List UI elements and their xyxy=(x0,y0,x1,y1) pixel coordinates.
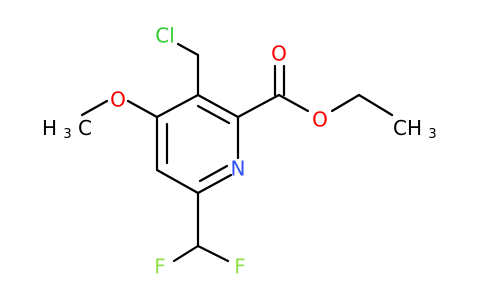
chlorine-label: Cl xyxy=(155,24,175,48)
bond-ch2-ch3 xyxy=(357,93,394,117)
methyl-left-subscript: 3 xyxy=(63,127,71,142)
bond-n-c6 xyxy=(196,173,233,195)
bond-c3-c2-inner xyxy=(196,104,231,125)
methyl-left-c: C xyxy=(78,116,92,140)
bond-ch2-cl xyxy=(176,42,200,57)
bond-oester-ch2 xyxy=(330,93,361,113)
bond-c4-o xyxy=(126,99,159,119)
bond-c6-c5 xyxy=(155,168,200,195)
methyl-right-subscript: 3 xyxy=(428,127,436,142)
carbonyl-oxygen-label: O xyxy=(271,42,287,66)
methyl-right-ch: CH xyxy=(393,116,422,140)
bonds xyxy=(80,42,394,263)
methyl-left-label: H 3 C xyxy=(42,116,92,145)
methyl-left-h: H xyxy=(42,116,57,140)
atom-labels: Cl O H 3 C N O O CH 3 F F xyxy=(42,24,437,279)
bond-ccarbonyl-oester xyxy=(277,93,310,113)
bond-o-ch3 xyxy=(80,99,109,117)
methyl-right-label: CH 3 xyxy=(393,116,437,142)
ring-nitrogen-label: N xyxy=(231,157,246,181)
fluorine-right-label: F xyxy=(234,255,246,279)
bond-c2-ccarbonyl xyxy=(236,93,281,119)
fluorine-left-label: F xyxy=(154,255,166,279)
bond-c3-c2 xyxy=(196,93,240,119)
bond-chf2-f-right xyxy=(196,244,230,263)
ester-oxygen-label: O xyxy=(312,108,328,132)
bond-c4-c3 xyxy=(155,93,200,119)
bond-n-c6-inner xyxy=(198,164,229,183)
bond-chf2-f-left xyxy=(172,244,200,263)
methoxy-oxygen-label: O xyxy=(110,88,126,112)
